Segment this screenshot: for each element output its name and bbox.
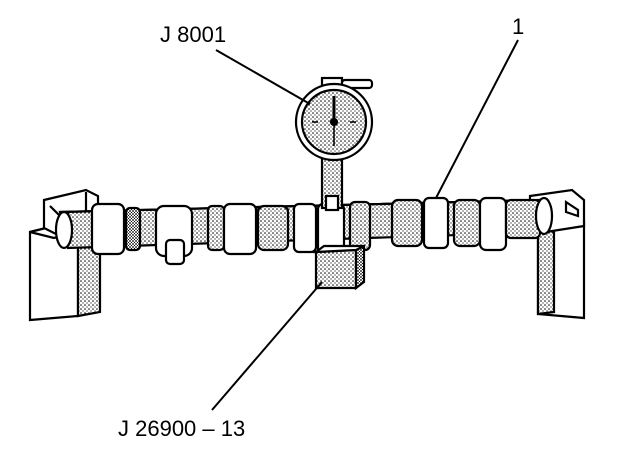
camshaft-callout-label: 1 <box>512 14 525 39</box>
leader-line-dial-indicator <box>215 49 311 105</box>
dial-indicator <box>294 76 374 212</box>
v-block-label: J 26900 – 13 <box>118 416 246 441</box>
v-block <box>312 244 366 291</box>
leader-line-v-block <box>211 281 323 411</box>
leader-lines <box>211 39 519 411</box>
dial-indicator-label: J 8001 <box>160 22 227 47</box>
leader-line-camshaft <box>435 39 519 199</box>
camshaft <box>54 196 554 266</box>
support-stand-left <box>28 188 105 322</box>
